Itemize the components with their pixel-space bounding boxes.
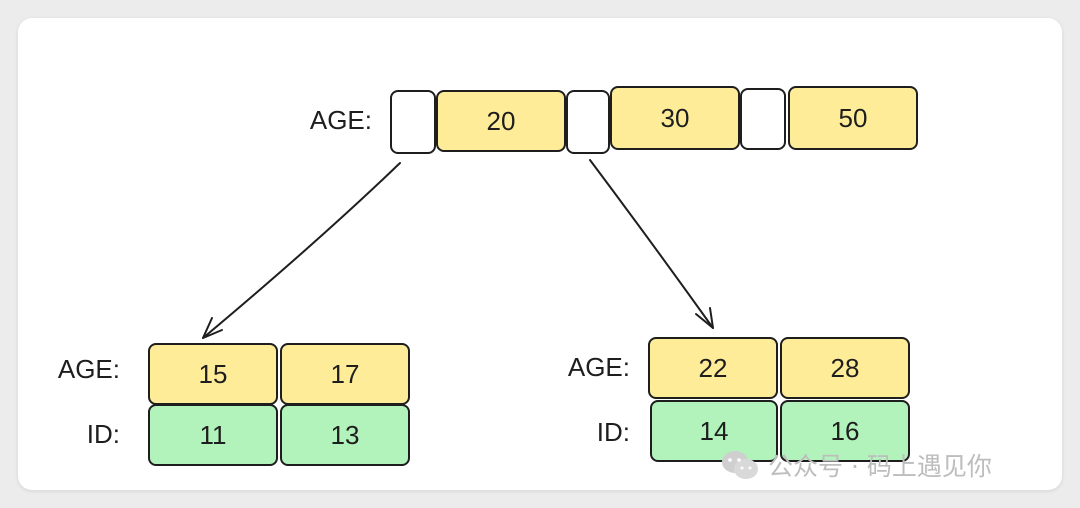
root-key-30: 30 [610, 86, 740, 150]
wechat-icon [722, 451, 758, 479]
root-age-label: AGE: [309, 105, 372, 135]
watermark: 公众号 · 码上遇见你 [720, 448, 992, 482]
root-pointer-2 [740, 88, 786, 150]
left-leaf-age-17: 17 [280, 343, 410, 405]
right-leaf-id-16: 16 [780, 400, 910, 462]
left-leaf-age-label: AGE: [57, 354, 120, 384]
right-leaf-age-label: AGE: [567, 352, 630, 382]
root-key-50: 50 [788, 86, 918, 150]
arrow-head-left [202, 317, 223, 339]
left-leaf-id-13: 13 [280, 404, 410, 466]
left-leaf-id-label: ID: [86, 419, 120, 449]
left-leaf-age-15: 15 [148, 343, 278, 405]
arrow-to-right-leaf [589, 159, 714, 329]
right-leaf-age-28: 28 [780, 337, 910, 399]
root-pointer-1 [566, 90, 610, 154]
arrow-head-right [695, 307, 714, 329]
watermark-text: 公众号 · 码上遇见你 [768, 452, 992, 481]
right-leaf-id-label: ID: [596, 417, 630, 447]
arrow-to-left-leaf [202, 162, 401, 339]
left-leaf-id-11: 11 [148, 404, 278, 466]
root-pointer-0 [390, 90, 436, 154]
root-key-20: 20 [436, 90, 566, 152]
right-leaf-age-22: 22 [648, 337, 778, 399]
right-leaf-id-14: 14 [650, 400, 778, 462]
